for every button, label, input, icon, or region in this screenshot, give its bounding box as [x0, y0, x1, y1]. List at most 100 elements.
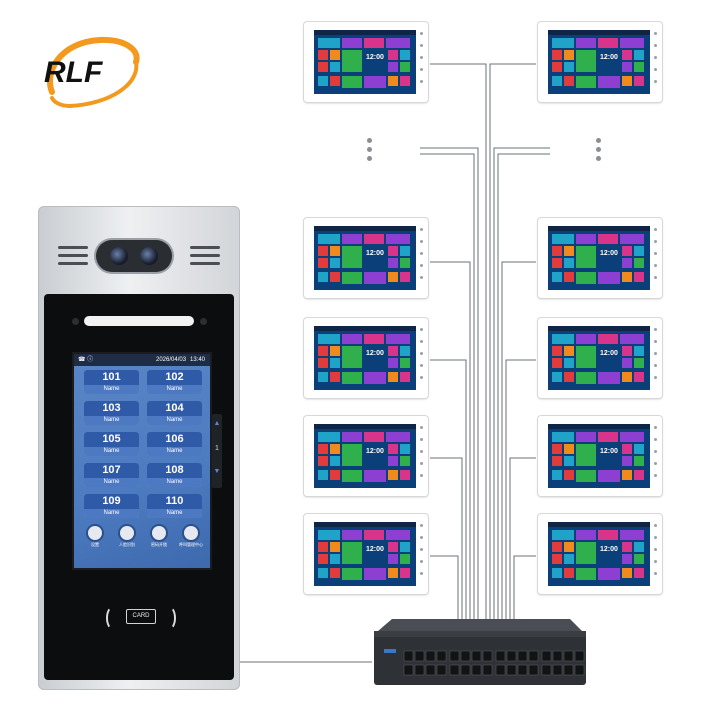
monitor-button[interactable]: [654, 32, 657, 35]
monitor-button[interactable]: [420, 474, 423, 477]
app-tile[interactable]: [364, 50, 386, 72]
app-tile[interactable]: [364, 432, 384, 442]
ethernet-port[interactable]: [563, 664, 574, 676]
app-tile[interactable]: [564, 470, 574, 480]
indoor-monitor[interactable]: 12:00: [304, 22, 428, 102]
monitor-button[interactable]: [420, 364, 423, 367]
app-tile[interactable]: [564, 554, 574, 564]
app-tile[interactable]: [634, 470, 644, 480]
app-tile[interactable]: [364, 272, 386, 284]
app-tile[interactable]: [576, 50, 596, 72]
monitor-button[interactable]: [654, 524, 657, 527]
lock-icon[interactable]: [152, 526, 166, 540]
chevron-up-icon[interactable]: ▲: [213, 420, 221, 427]
app-tile[interactable]: [342, 530, 362, 540]
app-tile[interactable]: [564, 542, 574, 552]
monitor-button[interactable]: [654, 560, 657, 563]
app-tile[interactable]: [634, 568, 644, 578]
app-tile[interactable]: [388, 246, 398, 256]
monitor-button[interactable]: [654, 252, 657, 255]
app-tile[interactable]: [564, 76, 574, 86]
app-tile[interactable]: [634, 62, 644, 72]
app-tile[interactable]: [388, 542, 398, 552]
app-tile[interactable]: [364, 334, 384, 344]
ethernet-port[interactable]: [528, 650, 539, 662]
monitor-button[interactable]: [420, 240, 423, 243]
app-tile[interactable]: [330, 272, 340, 282]
ethernet-port[interactable]: [425, 664, 436, 676]
app-tile[interactable]: [620, 38, 644, 48]
app-tile[interactable]: [576, 334, 596, 344]
app-tile[interactable]: [576, 530, 596, 540]
app-tile[interactable]: [564, 246, 574, 256]
app-tile[interactable]: [386, 334, 410, 344]
app-tile[interactable]: [552, 334, 574, 344]
app-tile[interactable]: [330, 470, 340, 480]
app-tile[interactable]: [598, 234, 618, 244]
app-tile[interactable]: [318, 62, 328, 72]
monitor-screen[interactable]: 12:00: [314, 522, 416, 586]
ethernet-port[interactable]: [574, 664, 585, 676]
app-tile[interactable]: [552, 358, 562, 368]
app-tile[interactable]: [388, 568, 398, 578]
app-tile[interactable]: [598, 568, 620, 580]
app-tile[interactable]: [634, 346, 644, 356]
app-tile[interactable]: [576, 246, 596, 268]
ethernet-port[interactable]: [414, 650, 425, 662]
monitor-button[interactable]: [420, 80, 423, 83]
app-tile[interactable]: [400, 258, 410, 268]
app-tile[interactable]: [330, 358, 340, 368]
monitor-button[interactable]: [420, 572, 423, 575]
app-tile[interactable]: [552, 272, 562, 282]
app-tile[interactable]: [400, 456, 410, 466]
app-tile[interactable]: [342, 542, 362, 564]
app-tile[interactable]: [330, 246, 340, 256]
ethernet-port[interactable]: [403, 650, 414, 662]
app-tile[interactable]: [342, 470, 362, 482]
monitor-button[interactable]: [654, 44, 657, 47]
ethernet-port[interactable]: [495, 664, 506, 676]
monitor-button[interactable]: [420, 228, 423, 231]
app-tile[interactable]: [388, 372, 398, 382]
ethernet-port[interactable]: [449, 650, 460, 662]
app-tile[interactable]: [564, 346, 574, 356]
ethernet-port[interactable]: [449, 664, 460, 676]
monitor-button[interactable]: [654, 264, 657, 267]
indoor-monitor[interactable]: 12:00: [538, 416, 662, 496]
monitor-button[interactable]: [654, 352, 657, 355]
app-tile[interactable]: [564, 444, 574, 454]
app-tile[interactable]: [388, 444, 398, 454]
app-tile[interactable]: [598, 38, 618, 48]
app-tile[interactable]: [364, 346, 386, 368]
app-tile[interactable]: [342, 568, 362, 580]
app-tile[interactable]: [386, 530, 410, 540]
app-tile[interactable]: [400, 246, 410, 256]
app-tile[interactable]: [388, 272, 398, 282]
monitor-screen[interactable]: 12:00: [548, 30, 650, 94]
monitor-button[interactable]: [420, 560, 423, 563]
app-tile[interactable]: [318, 272, 328, 282]
app-tile[interactable]: [318, 568, 328, 578]
app-tile[interactable]: [364, 38, 384, 48]
app-tile[interactable]: [552, 530, 574, 540]
app-tile[interactable]: [400, 62, 410, 72]
app-tile[interactable]: [634, 246, 644, 256]
monitor-button[interactable]: [654, 474, 657, 477]
ethernet-port[interactable]: [436, 650, 447, 662]
app-tile[interactable]: [364, 470, 386, 482]
app-tile[interactable]: [330, 444, 340, 454]
app-tile[interactable]: [364, 246, 386, 268]
ethernet-port[interactable]: [541, 664, 552, 676]
monitor-screen[interactable]: 12:00: [548, 226, 650, 290]
ethernet-port[interactable]: [482, 650, 493, 662]
app-tile[interactable]: [364, 372, 386, 384]
app-tile[interactable]: [318, 50, 328, 60]
app-tile[interactable]: [576, 542, 596, 564]
monitor-button[interactable]: [420, 328, 423, 331]
ethernet-port[interactable]: [517, 650, 528, 662]
monitor-button[interactable]: [654, 438, 657, 441]
ethernet-port[interactable]: [460, 650, 471, 662]
